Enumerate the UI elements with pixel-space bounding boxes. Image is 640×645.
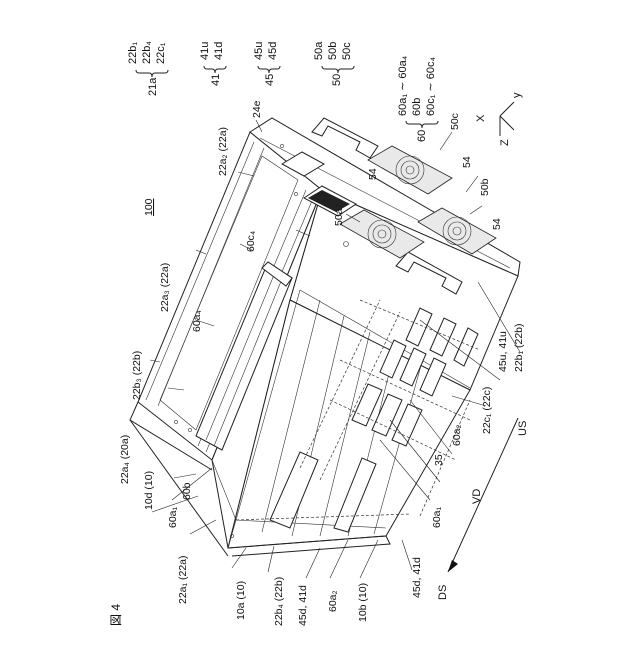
label-60a2-left: 60a₂	[327, 590, 339, 612]
label-24e: 24e	[251, 100, 263, 118]
legend-41-label: 41	[210, 74, 222, 86]
legend-50-c: 50c	[341, 42, 353, 60]
legend-50-label: 50	[331, 74, 343, 86]
label-60a2-right: 60a₂	[451, 424, 463, 446]
legend-50-a: 50a	[313, 41, 325, 60]
legend-45: 45u 45d 45	[253, 42, 280, 86]
label-10b: 10b (10)	[357, 583, 369, 622]
label-60a1-left: 60a₁	[167, 506, 179, 528]
axis-x-label: X	[475, 114, 487, 122]
label-22b4: 22b₄ (22b)	[273, 577, 285, 626]
legend-60-a: 60a₁ ∼ 60a₄	[397, 55, 409, 116]
label-60a4: 60a₄	[191, 310, 203, 332]
label-10d: 10d (10)	[143, 471, 155, 510]
label-22c1: 22c₁ (22c)	[481, 387, 493, 434]
legend-41: 41u 41d 41	[199, 42, 226, 86]
label-22b1: 22b₁ (22b)	[513, 324, 525, 373]
legend-50: 50a 50b 50c 50	[313, 41, 354, 86]
label-22a4: 22a₄ (20a)	[119, 435, 131, 484]
label-54-top: 54	[461, 156, 473, 168]
legend-45-u: 45u	[253, 42, 265, 60]
label-60c4: 60c₄	[245, 231, 257, 252]
axis-y-label: y	[511, 92, 523, 98]
direction-ds-label: DS	[437, 585, 449, 600]
label-10a: 10a (10)	[235, 581, 247, 620]
legend-45-label: 45	[264, 74, 276, 86]
legend-21a-c1: 22c₁	[155, 42, 167, 64]
label-50b: 50b	[479, 178, 491, 196]
legend-21a-brace	[136, 70, 168, 77]
label-45d41d-right: 45d, 41d	[411, 557, 423, 598]
label-50a: 50a	[333, 208, 345, 226]
label-22a1: 22a₁ (22a)	[177, 556, 189, 605]
axis-z-label: Z	[499, 139, 511, 146]
label-54-mid: 54	[367, 168, 379, 180]
legend-21a-stack: 22b₁ 22b₄ 22c₁ 21a	[127, 41, 168, 96]
label-60a1-right: 60a₁	[431, 506, 443, 528]
legend-41-brace	[204, 66, 226, 73]
legend-41-u: 41u	[199, 42, 211, 60]
legend-60-label: 60	[416, 130, 428, 142]
legend-60-c: 60c₁ ∼ 60c₄	[425, 56, 437, 116]
legend-21a-b4: 22b₄	[141, 41, 153, 64]
figure-label: 図 4	[109, 604, 123, 626]
label-100: 100	[143, 198, 155, 216]
label-22a2: 22a₂ (22a)	[217, 127, 229, 176]
direction-us-label: US	[517, 421, 529, 436]
label-22b3: 22b₃ (22b)	[131, 351, 143, 400]
legend-50-b: 50b	[327, 42, 339, 60]
legend-21a-b1: 22b₁	[127, 42, 139, 64]
legend-41-d: 41d	[213, 42, 225, 60]
legend-60: 60a₁ ∼ 60a₄ 60b 60c₁ ∼ 60c₄ 60	[397, 55, 438, 142]
label-35: 35	[433, 454, 445, 466]
legend-45-d: 45d	[267, 42, 279, 60]
legend-50-brace	[322, 66, 354, 73]
label-45d41d-left: 45d, 41d	[297, 585, 309, 626]
label-60b: 60b	[181, 482, 193, 500]
direction-vd-label: VD	[471, 489, 483, 504]
legend-45-brace	[258, 66, 280, 73]
legend-21a-label: 21a	[147, 77, 159, 96]
label-50c: 50c	[449, 113, 461, 130]
legend-60-brace	[406, 121, 438, 128]
axis-indicator: X y Z	[475, 92, 523, 146]
legend-60-b: 60b	[411, 98, 423, 116]
label-54-right: 54	[491, 218, 503, 230]
label-22a3: 22a₃ (22a)	[159, 263, 171, 312]
label-45u41u: 45u, 41u	[497, 331, 509, 372]
